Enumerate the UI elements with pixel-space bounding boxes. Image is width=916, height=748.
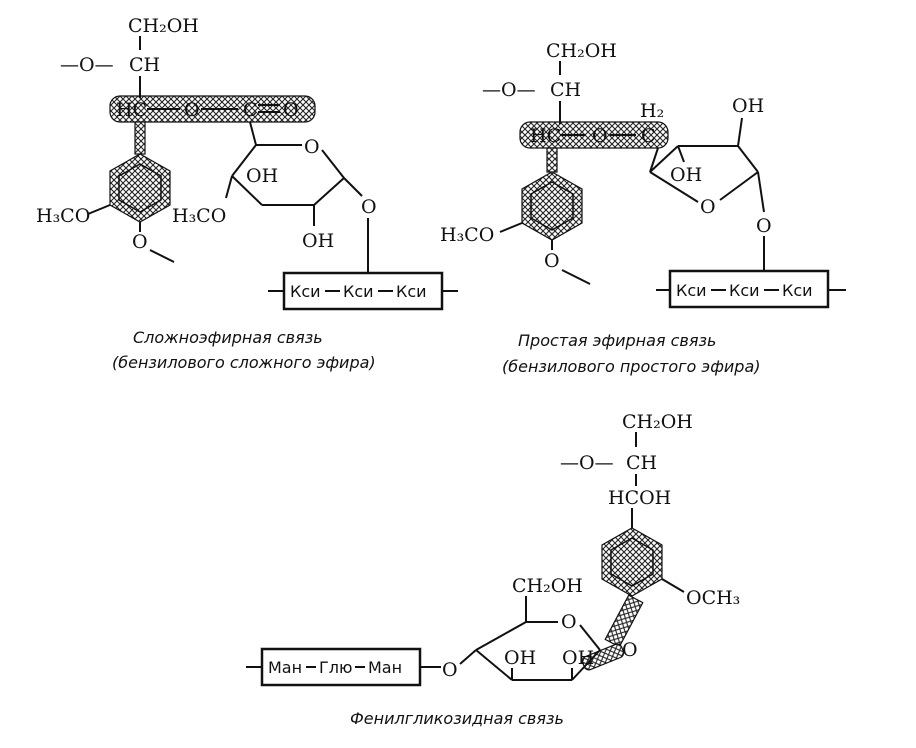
benzene-inner [118, 163, 162, 213]
ch2oh-label: CH₂OH [128, 15, 199, 37]
sugar-oh-top-label: OH [732, 95, 764, 117]
sugar-ring-o-label: O [561, 611, 577, 633]
chain-unit: Глю [319, 658, 352, 677]
phenylglycoside-caption: Фенилгликозидная связь [350, 709, 564, 728]
ch-label: CH [550, 79, 581, 101]
bond [649, 145, 679, 173]
sugar-och3-label: H₃CO [172, 205, 226, 227]
bond [719, 171, 759, 201]
sugar-oh2-label: OH [562, 647, 594, 669]
ester-caption-line2: (бензилового сложного эфира) [112, 353, 376, 372]
ether-caption-line2: (бензилового простого эфира) [502, 357, 761, 376]
para-o-label: O [132, 231, 148, 253]
bond [475, 621, 527, 651]
chain-unit: Кси [396, 282, 427, 301]
methoxy-label: H₃CO [36, 205, 90, 227]
ch-label: CH [626, 452, 657, 474]
bond [149, 249, 175, 263]
sugar-oh-mid-label: OH [670, 164, 702, 186]
xylan-chain-box [668, 269, 830, 309]
bond [475, 649, 513, 681]
chain-unit: Ман [268, 658, 302, 677]
bond [561, 269, 591, 285]
hatch-link [604, 594, 644, 648]
ether-structure: CH₂OH —O— CH HC O C H₂ H₃CO O O OH OH O [440, 40, 846, 376]
ch2-c-label: C [641, 125, 656, 147]
sugar-oh1-label: OH [246, 165, 278, 187]
sugar-oh2-label: OH [302, 230, 334, 252]
bond [571, 649, 601, 681]
bond [677, 145, 685, 163]
ester-structure: CH₂OH —O— CH HC O C O H₃CO O O OH H₃CO [36, 15, 458, 372]
bond [225, 175, 233, 199]
hc-label: HC [530, 125, 561, 147]
phenyl-o-label: O [622, 639, 638, 661]
och3-label: OCH₃ [686, 587, 740, 609]
bond [343, 177, 363, 197]
bond [459, 649, 477, 665]
methoxy-label: H₃CO [440, 224, 494, 246]
bond [737, 145, 759, 173]
phenylglycoside-structure: CH₂OH —O— CH HCOH OCH₃ O CH₂OH O OH OH O… [246, 411, 740, 728]
bond [757, 171, 765, 213]
ether-bond-hatch [519, 121, 669, 149]
sugar-oh1-label: OH [504, 647, 536, 669]
xylan-chain-box [282, 271, 444, 311]
bond [249, 121, 257, 146]
ester-caption-line1: Сложноэфирная связь [133, 328, 323, 347]
hatch-link [546, 147, 558, 173]
ch2oh-sugar-label: CH₂OH [512, 575, 583, 597]
bond [579, 624, 601, 651]
h2-label: H₂ [640, 100, 664, 122]
hatch-link [134, 121, 146, 155]
benzene-inner [610, 537, 654, 587]
ch-label: CH [129, 54, 160, 76]
sugar-ring-o-label: O [700, 196, 716, 218]
o-bridge-label: O [184, 99, 200, 121]
chain-unit: Кси [782, 281, 813, 300]
bond [231, 144, 257, 177]
bond [649, 171, 699, 203]
carbonyl-o-label: O [283, 99, 299, 121]
bond [87, 204, 111, 215]
mannan-chain-box [260, 647, 422, 687]
bond [231, 175, 263, 206]
carbonyl-c-label: C [243, 99, 258, 121]
ch2oh-label: CH₂OH [546, 40, 617, 62]
link-o-label: —O— [482, 79, 536, 101]
link-o-label: —O— [60, 54, 114, 76]
link-o-label: —O— [560, 452, 614, 474]
glycosidic-o-label: O [361, 196, 377, 218]
hc-label: HC [116, 99, 147, 121]
chain-o-label: O [442, 659, 458, 681]
chain-unit: Кси [343, 282, 374, 301]
chain-unit: Ман [368, 658, 402, 677]
sugar-ring-o-label: O [304, 136, 320, 158]
benzene-inner [530, 181, 574, 231]
chain-unit: Кси [290, 282, 321, 301]
bond [313, 177, 345, 206]
bond [321, 149, 345, 179]
bond [661, 578, 685, 593]
bond [649, 147, 659, 173]
bond [737, 117, 743, 147]
hcoh-label: HCOH [608, 487, 671, 509]
chain-unit: Кси [676, 281, 707, 300]
o-bridge-label: O [592, 125, 608, 147]
ether-caption-line1: Простая эфирная связь [518, 331, 716, 350]
glycosidic-o-label: O [756, 215, 772, 237]
para-o-label: O [544, 250, 560, 272]
bond [499, 222, 523, 233]
benzene-ring [601, 527, 663, 597]
chain-unit: Кси [729, 281, 760, 300]
ch2oh-label: CH₂OH [622, 411, 693, 433]
